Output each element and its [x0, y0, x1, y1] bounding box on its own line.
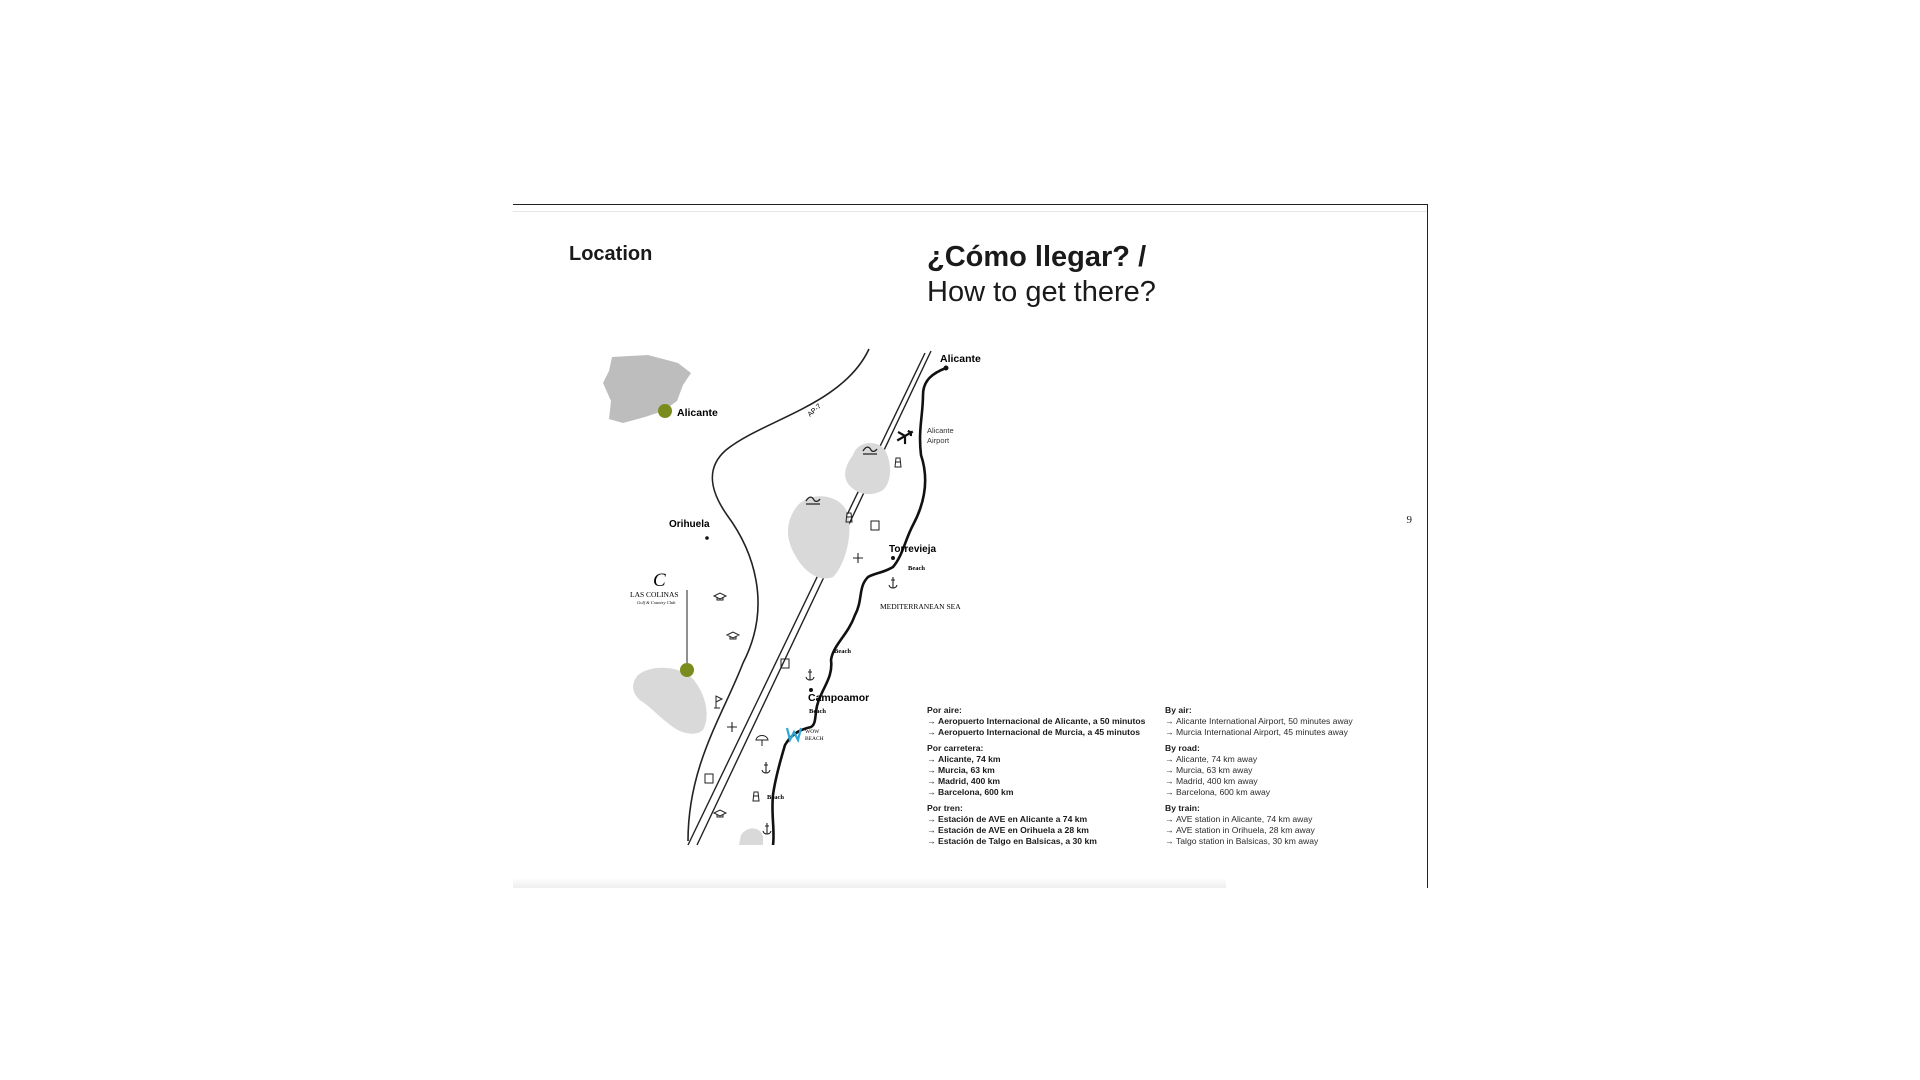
cross-icon [853, 553, 863, 563]
air-item-en: Murcia International Airport, 45 minutes… [1165, 727, 1353, 738]
title-spanish: ¿Cómo llegar? / [927, 241, 1147, 273]
air-item-es: Aeropuerto Internacional de Alicante, a … [927, 716, 1145, 727]
info-english: By air: Alicante International Airport, … [1165, 705, 1353, 847]
airplane-icon [896, 429, 914, 445]
umbrella-icon [755, 735, 769, 746]
air-heading-es: Por aire: [927, 705, 962, 715]
info-spanish: Por aire: Aeropuerto Internacional de Al… [927, 705, 1145, 847]
wow-beach-text-1: WOW [805, 729, 820, 735]
shopping-bag-icon [780, 658, 790, 669]
shopping-bag-icon [870, 520, 880, 531]
graduation-cap-icon [712, 592, 728, 601]
coastal-road-1 [687, 352, 926, 846]
road-item-es: Madrid, 400 km [927, 776, 1145, 787]
campoamor-label: Campoamor [808, 692, 869, 704]
graduation-cap-icon [712, 809, 728, 818]
location-map: Alicante AP-7 Alicante Alicante Airport [603, 348, 981, 846]
train-item-en: AVE station in Alicante, 74 km away [1165, 814, 1353, 825]
air-item-es: Aeropuerto Internacional de Murcia, a 45… [927, 727, 1145, 738]
page-number: 9 [1406, 514, 1413, 526]
wow-beach-logo-icon [785, 727, 803, 744]
brochure-page: Location ¿Cómo llegar? / How to get ther… [513, 204, 1428, 888]
graduation-cap-icon [725, 631, 741, 640]
tower-icon [894, 457, 902, 468]
las-colinas-subtitle: Golf & Country Club [637, 600, 676, 605]
road-item-es: Murcia, 63 km [927, 765, 1145, 776]
title-english: How to get there? [927, 276, 1156, 308]
mediterranean-sea-label: MEDITERRANEAN SEA [880, 602, 961, 611]
wave-icon [805, 496, 821, 505]
coastal-road-2 [696, 350, 932, 846]
road-item-en: Murcia, 63 km away [1165, 765, 1353, 776]
campoamor-dot [809, 688, 813, 692]
las-colinas-area [633, 667, 707, 734]
tower-icon [845, 512, 853, 523]
wave-icon [862, 446, 878, 455]
train-item-en: Talgo station in Balsicas, 30 km away [1165, 836, 1353, 847]
train-item-es: Estación de AVE en Alicante a 74 km [927, 814, 1145, 825]
road-item-es: Alicante, 74 km [927, 754, 1145, 765]
cross-icon [727, 722, 737, 732]
airport-label-1: Alicante [927, 426, 954, 435]
salt-lake-north [845, 443, 891, 495]
air-item-en: Alicante International Airport, 50 minut… [1165, 716, 1353, 727]
road-item-es: Barcelona, 600 km [927, 787, 1145, 798]
las-colinas-logo-icon: C [653, 570, 666, 591]
train-heading-en: By train: [1165, 803, 1200, 814]
road-item-en: Madrid, 400 km away [1165, 776, 1353, 787]
las-colinas-marker [680, 663, 694, 677]
beach-label-torrevieja: Beach [908, 565, 925, 572]
beach-label-2: Beach [834, 648, 851, 655]
train-item-en: AVE station in Orihuela, 28 km away [1165, 825, 1353, 836]
torrevieja-label: Torrevieja [889, 544, 936, 555]
shopping-bag-icon [704, 773, 714, 784]
section-label: Location [569, 243, 653, 265]
alicante-inset-label: Alicante [677, 407, 718, 419]
golf-flag-icon [714, 695, 724, 709]
beach-label-4: Beach [767, 794, 784, 801]
airport-label-2: Airport [927, 436, 950, 445]
orihuela-label: Orihuela [669, 519, 710, 530]
anchor-icon [805, 669, 815, 681]
campoamor-area [739, 828, 763, 845]
alicante-city-dot [943, 365, 949, 371]
wow-beach-text-2: BEACH [805, 736, 824, 742]
alicante-city-label: Alicante [940, 353, 981, 365]
road-heading-es: Por carretera: [927, 743, 984, 754]
road-item-en: Barcelona, 600 km away [1165, 787, 1353, 798]
coastline [771, 366, 947, 846]
salt-lake-south [787, 496, 850, 579]
anchor-icon [761, 762, 771, 774]
torrevieja-dot [891, 556, 895, 560]
ap7-road [687, 348, 870, 842]
road-item-en: Alicante, 74 km away [1165, 754, 1353, 765]
road-heading-en: By road: [1165, 743, 1200, 754]
beach-label-campoamor: Beach [809, 708, 826, 715]
air-heading-en: By air: [1165, 705, 1192, 715]
train-heading-es: Por tren: [927, 803, 963, 814]
las-colinas-name: LAS COLINAS [630, 590, 679, 599]
page-bottom-shadow [513, 878, 1226, 888]
anchor-icon [888, 577, 898, 589]
train-item-es: Estación de AVE en Orihuela a 28 km [927, 825, 1145, 836]
page-top-rule [513, 211, 1427, 212]
train-item-es: Estación de Talgo en Balsicas, a 30 km [927, 836, 1145, 847]
anchor-icon [762, 823, 772, 835]
tower-icon [752, 791, 760, 802]
orihuela-dot [705, 536, 709, 540]
alicante-marker [658, 404, 672, 418]
